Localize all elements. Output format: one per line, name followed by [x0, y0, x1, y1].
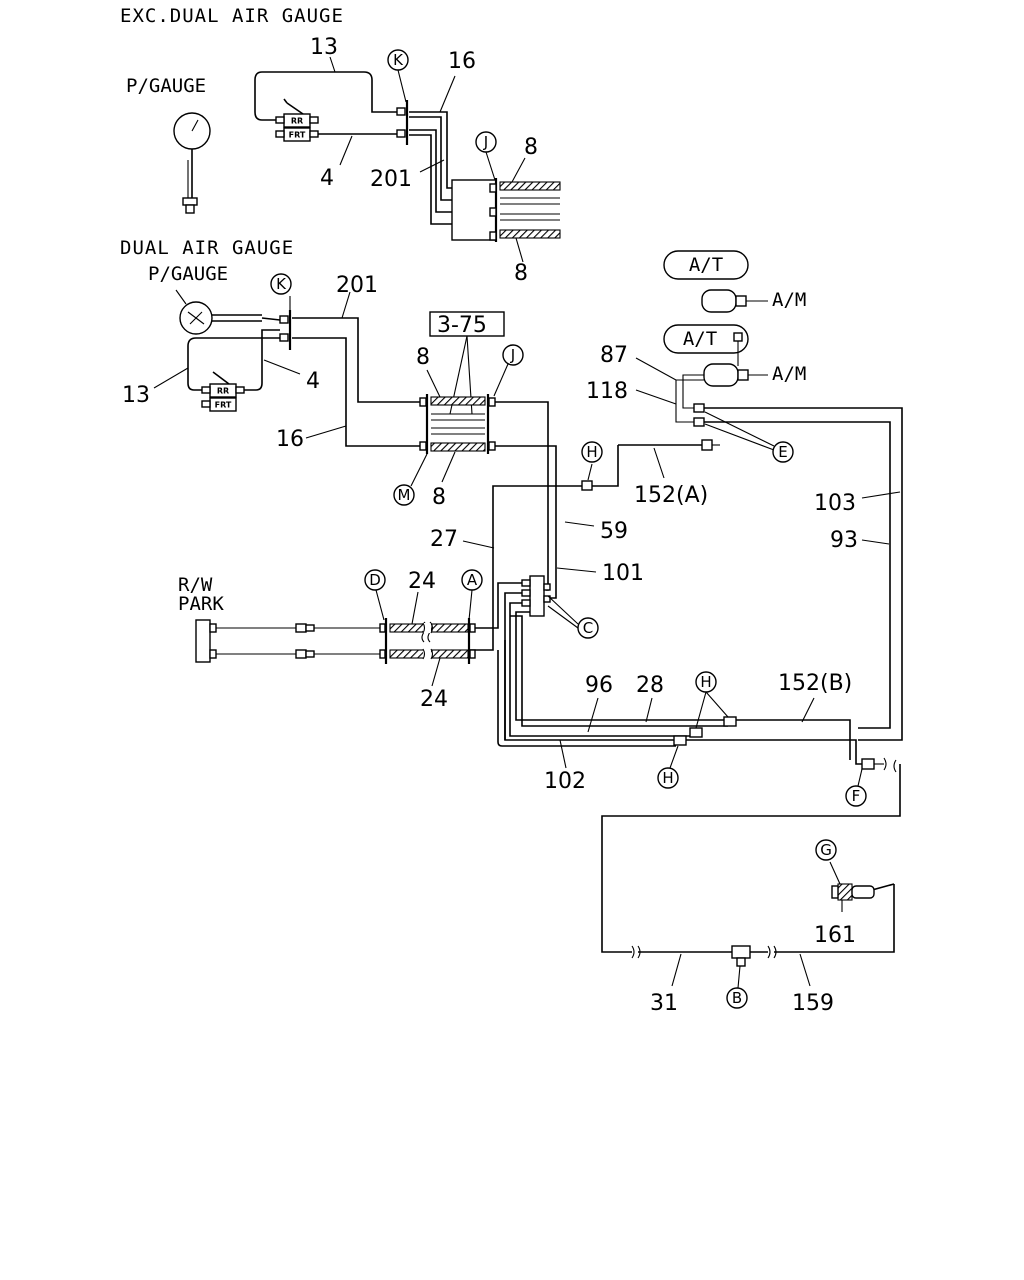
callout-k-dual	[270, 273, 292, 295]
callout-h-bottom	[657, 767, 679, 789]
part-4-top: 4	[320, 166, 334, 191]
center-labels: 59 101 27 C	[430, 519, 644, 639]
part-16-top: 16	[448, 49, 476, 74]
svg-text:H: H	[700, 673, 711, 691]
top-piping	[254, 71, 561, 242]
callout-g	[815, 839, 837, 861]
svg-text:A/T: A/T	[683, 328, 717, 350]
svg-text:F: F	[852, 787, 861, 805]
svg-text:E: E	[778, 443, 787, 461]
part-27: 27	[430, 527, 458, 552]
svg-text:C: C	[583, 619, 593, 637]
top-brake-valve: RR FRT	[275, 98, 319, 142]
bottom-horizontal-fittings: H H 96 28 152(B) 102	[544, 671, 852, 794]
svg-text:A: A	[467, 571, 478, 589]
part-13-dual: 13	[122, 383, 150, 408]
part-159: 159	[792, 991, 834, 1016]
part-8-top-b: 8	[514, 261, 528, 286]
ref-box-3-75: 3-75	[437, 313, 487, 338]
at-labels-leaders: 87 118 E H 152(A) 103 93	[581, 343, 901, 553]
part-8-top-a: 8	[524, 135, 538, 160]
svg-text:K: K	[276, 275, 287, 293]
part-201-top: 201	[370, 167, 412, 192]
callout-h-top	[581, 441, 603, 463]
at-section: A/T A/M A/T A/M	[468, 250, 903, 741]
part-8-mid-a: 8	[416, 345, 430, 370]
part-118: 118	[586, 379, 628, 404]
callout-f	[845, 785, 867, 807]
at-box-2	[663, 324, 749, 354]
part-28: 28	[636, 673, 664, 698]
dual-brake-valve: RR FRT	[201, 371, 245, 412]
part-24-bottom: 24	[420, 687, 448, 712]
top-pressure-gauge: P/GAUGE	[126, 75, 211, 214]
rw-park-section: R/W PARK	[178, 574, 476, 664]
part-152a: 152(A)	[634, 483, 708, 508]
part-13-top: 13	[310, 35, 338, 60]
callout-j-top	[475, 131, 497, 153]
part-161: 161	[814, 923, 856, 948]
callout-k-top	[387, 49, 409, 71]
center-piping	[468, 401, 851, 760]
svg-text:M: M	[398, 486, 411, 504]
svg-text:J: J	[510, 346, 515, 364]
callout-a	[461, 569, 483, 591]
svg-text:H: H	[586, 443, 597, 461]
svg-text:FRT: FRT	[289, 131, 306, 140]
lower-loop: F G 161 31 B 159	[601, 739, 901, 1016]
part-152b: 152(B)	[778, 671, 852, 696]
rw-park-labels: D 24 A 24	[364, 569, 483, 712]
part-4-dual: 4	[306, 369, 320, 394]
callout-c	[577, 617, 599, 639]
part-31: 31	[650, 991, 678, 1016]
at-box-1	[663, 250, 749, 280]
part-8-mid-b: 8	[432, 485, 446, 510]
junction-block-3-75: 3-75	[419, 311, 505, 454]
svg-text:J: J	[483, 133, 488, 151]
svg-text:G: G	[820, 841, 832, 859]
section-title-dual-air-gauge: DUAL AIR GAUGE	[120, 237, 294, 259]
park-label: PARK	[178, 593, 224, 615]
svg-text:A/M: A/M	[772, 289, 806, 311]
svg-text:K: K	[393, 51, 404, 69]
part-87: 87	[600, 343, 628, 368]
part-103: 103	[814, 491, 856, 516]
callout-e	[772, 441, 794, 463]
part-201-dual: 201	[336, 273, 378, 298]
part-93: 93	[830, 528, 858, 553]
part-96: 96	[585, 673, 613, 698]
dual-pressure-gauge: P/GAUGE	[148, 263, 262, 335]
svg-text:RR: RR	[217, 387, 229, 396]
rw-label: R/W	[178, 574, 213, 596]
dual-pgauge-label: P/GAUGE	[148, 263, 228, 285]
svg-text:RR: RR	[291, 117, 303, 126]
callout-m	[393, 484, 415, 506]
svg-text:A/T: A/T	[689, 254, 723, 276]
part-24-top: 24	[408, 569, 436, 594]
part-59: 59	[600, 519, 628, 544]
part-16-dual: 16	[276, 427, 304, 452]
section-title-exc-dual-air-gauge: EXC.DUAL AIR GAUGE	[120, 5, 344, 27]
top-pgauge-label: P/GAUGE	[126, 75, 206, 97]
callout-h-mid	[695, 671, 717, 693]
svg-text:H: H	[662, 769, 673, 787]
part-102: 102	[544, 769, 586, 794]
callout-b	[726, 987, 748, 1009]
callout-j-dual	[502, 344, 524, 366]
svg-text:A/M: A/M	[772, 363, 806, 385]
dual-piping	[187, 310, 420, 447]
svg-text:D: D	[369, 571, 381, 589]
top-part-labels: 13 16 4 201 8 8 K J	[310, 35, 538, 286]
svg-text:B: B	[732, 989, 742, 1007]
dual-part-labels: K 201 13 4 16 8 J M 8	[122, 273, 524, 510]
callout-d	[364, 569, 386, 591]
part-101: 101	[602, 561, 644, 586]
svg-text:FRT: FRT	[215, 401, 232, 410]
